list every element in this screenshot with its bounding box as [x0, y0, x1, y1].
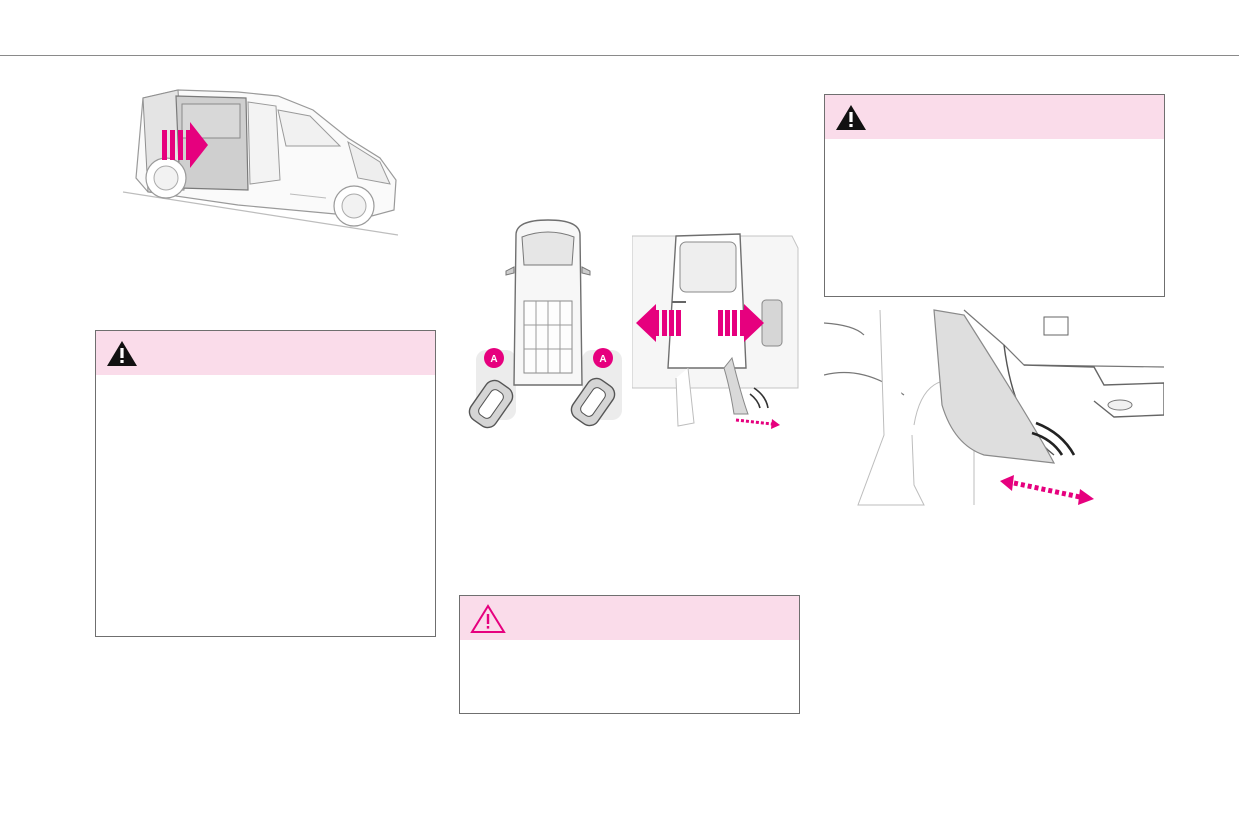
warning-solid-icon [836, 105, 866, 130]
warning-outline-icon [470, 604, 506, 633]
warning-header-band [96, 331, 435, 375]
warning-box-middle [459, 595, 800, 714]
door-close-right-arrow-icon [718, 304, 764, 342]
sliding-door-illustration [632, 233, 799, 429]
warning-header-band [825, 95, 1164, 139]
foot-swipe-arrow-icon [735, 418, 780, 429]
key-fob-left-icon [468, 379, 514, 429]
foot-bumper-illustration [824, 309, 1164, 506]
key-fob-right-icon [570, 377, 616, 427]
warning-box-left [95, 330, 436, 637]
marker-a-left-badge: A [484, 348, 504, 368]
foot-detail-swipe-arrow-icon [1000, 475, 1094, 505]
warning-box-right [824, 94, 1165, 297]
warning-solid-icon [107, 341, 137, 366]
warning-header-band [460, 596, 799, 640]
marker-a-right-badge: A [593, 348, 613, 368]
van-side-illustration [122, 89, 399, 236]
marker-a-left-label: A [490, 354, 497, 365]
header-rule [0, 55, 1239, 56]
van-top-view-illustration: A A [468, 219, 622, 429]
door-open-left-arrow-icon [636, 304, 681, 342]
slide-direction-arrow-icon [162, 122, 208, 168]
marker-a-right-label: A [599, 354, 606, 365]
